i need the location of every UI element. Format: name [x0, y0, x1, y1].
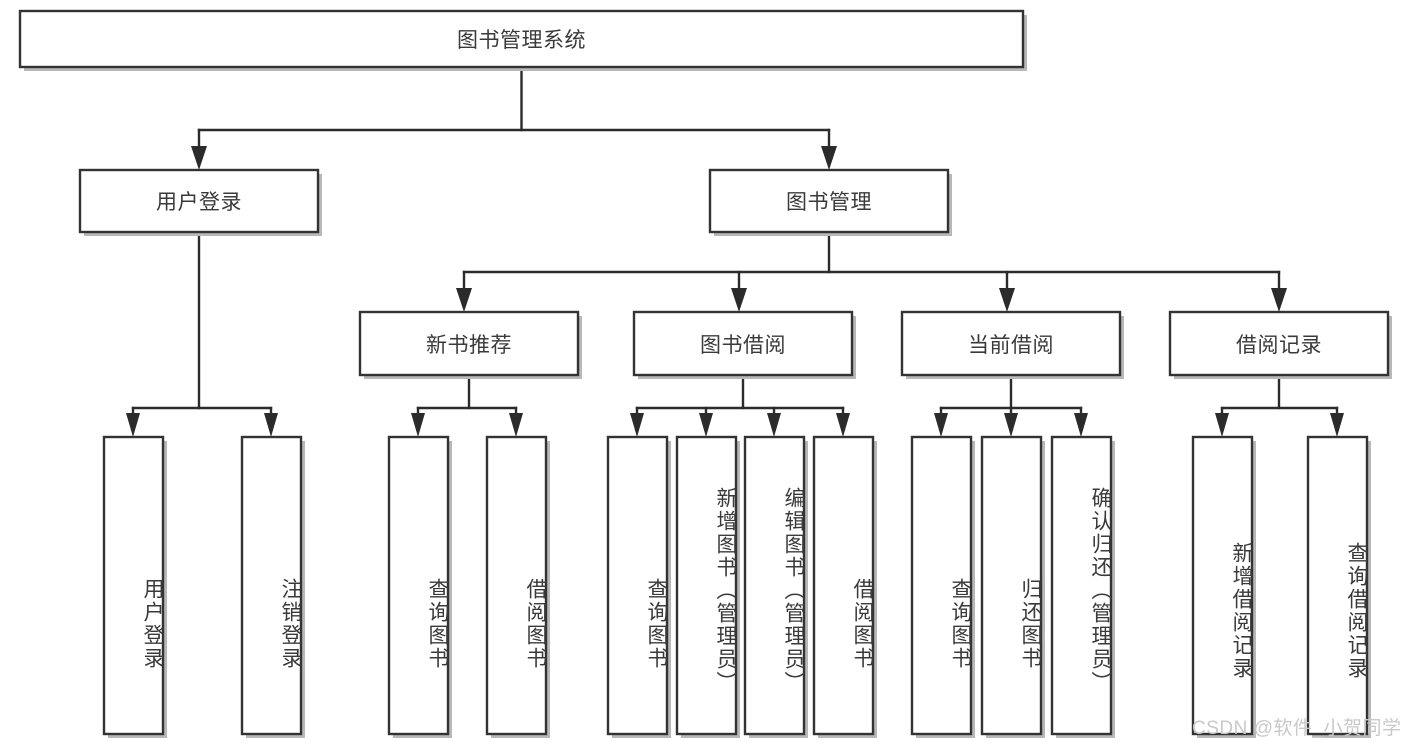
arrowhead-leaf-borrow-book-2: [836, 413, 850, 437]
arrowhead-new-book-recommend: [456, 288, 472, 312]
arrowhead-leaf-query-book-3: [934, 413, 948, 437]
box-book-manage[interactable]: [708, 168, 950, 234]
box-leaf-query-book-2[interactable]: [606, 435, 669, 736]
arrowhead-borrow-record: [1271, 288, 1287, 312]
box-leaf-query-book-3[interactable]: [910, 435, 973, 736]
arrowhead-leaf-borrow-book-1: [509, 413, 523, 437]
arrowhead-book-manage: [821, 146, 837, 170]
box-leaf-borrow-book-2[interactable]: [812, 435, 875, 736]
box-title-node[interactable]: [18, 9, 1025, 69]
arrowhead-leaf-edit-book: [767, 413, 781, 437]
box-leaf-add-book[interactable]: [675, 435, 738, 736]
arrowhead-leaf-confirm-return: [1074, 413, 1088, 437]
box-user-login[interactable]: [78, 168, 320, 234]
box-leaf-query-record[interactable]: [1306, 435, 1369, 736]
connector-group: [126, 65, 1344, 437]
box-leaf-return-book[interactable]: [980, 435, 1043, 736]
box-borrow-record[interactable]: [1168, 310, 1390, 377]
arrowhead-leaf-return-book: [1004, 413, 1018, 437]
box-leaf-add-record[interactable]: [1191, 435, 1254, 736]
arrowhead-leaf-query-book-2: [630, 413, 644, 437]
arrowhead-leaf-user-login: [126, 413, 140, 437]
node-box-group: [18, 9, 1392, 738]
arrowhead-current-borrow: [999, 288, 1015, 312]
arrowhead-user-login: [191, 146, 207, 170]
arrowhead-leaf-query-book-1: [411, 413, 425, 437]
box-current-borrow[interactable]: [900, 310, 1122, 377]
arrowhead-leaf-query-record: [1330, 413, 1344, 437]
box-new-book-recommend[interactable]: [358, 310, 580, 377]
arrowhead-leaf-logout-login: [264, 413, 278, 437]
box-leaf-edit-book[interactable]: [743, 435, 806, 736]
box-leaf-user-login[interactable]: [102, 435, 165, 736]
arrowhead-leaf-add-book: [699, 413, 713, 437]
box-leaf-borrow-book-1[interactable]: [485, 435, 548, 736]
box-leaf-query-book-1[interactable]: [387, 435, 450, 736]
arrowhead-book-borrow: [731, 288, 747, 312]
csdn-watermark: CSDN @软件_小贺同学: [1192, 718, 1402, 739]
box-book-borrow[interactable]: [632, 310, 854, 377]
arrowhead-leaf-add-record: [1215, 413, 1229, 437]
box-leaf-logout-login[interactable]: [240, 435, 303, 736]
box-leaf-confirm-return[interactable]: [1050, 435, 1113, 736]
